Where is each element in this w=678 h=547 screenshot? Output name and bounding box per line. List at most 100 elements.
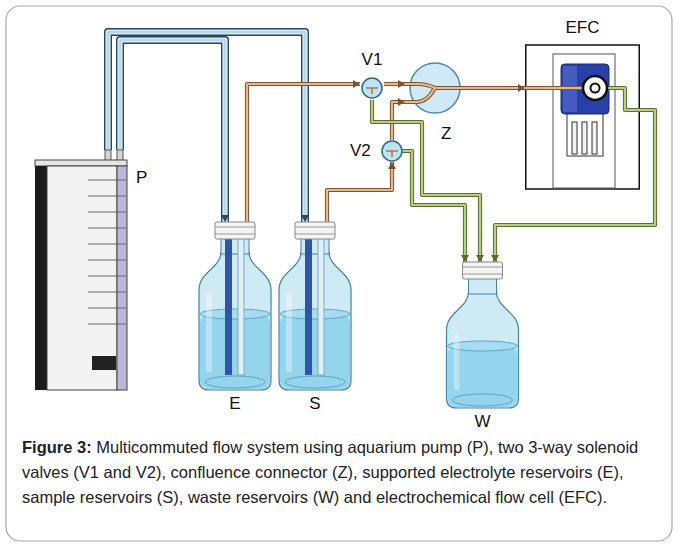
air-tube (108, 32, 309, 222)
sample-reservoir-outline (275, 222, 355, 418)
tube-air-1 (120, 40, 225, 222)
orange-tube (327, 162, 396, 222)
pump-vent (88, 275, 127, 276)
waste-reservoir: W (440, 262, 525, 432)
sample-reservoir: S (275, 222, 355, 418)
cap-ridge (295, 234, 335, 235)
tube-green-0 (607, 88, 640, 110)
arrow-head (353, 80, 360, 88)
part-label: E (195, 394, 275, 413)
valve-port (366, 88, 378, 94)
part-label: V1 (360, 50, 384, 69)
electrode-pin (582, 122, 587, 154)
bottle-cap (215, 222, 255, 239)
tube-orange-0 (525, 86, 583, 90)
caption-text: Multicommuted flow system using aquarium… (22, 438, 638, 506)
bottle-body (447, 292, 519, 408)
bottle-cap (295, 222, 335, 239)
bottle-body (199, 252, 271, 390)
tube-orange-1 (327, 162, 392, 222)
bottle-highlight (454, 334, 460, 390)
frame-border (6, 6, 672, 541)
bottle-highlight (286, 294, 292, 372)
valve-body (382, 141, 402, 161)
dip-tube (238, 225, 244, 375)
tube-orange-0 (327, 162, 392, 222)
air-pump: P (30, 150, 160, 395)
electrolyte-reservoir: E (195, 222, 275, 418)
air-tube (120, 40, 229, 222)
solenoid-valve: V1 (360, 50, 384, 100)
caption-number: Figure 3: (22, 438, 92, 456)
arrow-head (518, 84, 525, 92)
electrolyte-reservoir-outline (195, 222, 275, 418)
pump-slot (92, 356, 116, 370)
electrode-pin (592, 122, 597, 154)
part-label: S (275, 394, 355, 413)
tube-orange-0 (405, 84, 465, 102)
cell-housing (526, 45, 640, 189)
confluence-connector: Z (405, 58, 465, 150)
pump-vent (88, 211, 127, 212)
pump-vent (88, 323, 127, 324)
arrow-head (476, 255, 484, 262)
tube-air-0 (108, 32, 305, 222)
part-label: Z (441, 124, 451, 143)
tube-air-1 (108, 32, 305, 222)
pump-side-dark (35, 166, 47, 390)
green-tube (402, 151, 469, 262)
dip-tube (318, 225, 324, 375)
electrode-pin (572, 122, 577, 154)
pump-vent (88, 227, 127, 228)
tube-orange-0 (465, 86, 525, 90)
pump-vent (88, 291, 127, 292)
arrow-head (221, 215, 229, 222)
part-label: EFC (525, 18, 640, 37)
valve-body (362, 78, 382, 98)
cap-ridge (463, 274, 503, 275)
tube-green-1 (402, 151, 465, 262)
arrow-head (398, 98, 405, 106)
orange-tube (384, 80, 405, 88)
bottle-body (279, 252, 351, 390)
pump-side (117, 166, 127, 390)
tube-green-0 (372, 100, 480, 262)
cap-ridge (215, 234, 255, 235)
orange-tube (247, 80, 360, 222)
cap-ridge (215, 227, 255, 228)
tube-green-0 (402, 151, 465, 262)
tube-air-0 (120, 40, 225, 222)
cell-panel (553, 54, 615, 188)
pump-vent (88, 243, 127, 244)
confluence-connector-outline (405, 58, 465, 150)
part-label: W (440, 412, 525, 431)
bottle-neck (469, 278, 497, 294)
bottle-highlight (206, 294, 212, 372)
tube-orange-1 (525, 87, 583, 89)
tube-orange-1 (465, 87, 525, 89)
figure-caption: Figure 3: Multicommuted flow system usin… (22, 435, 658, 510)
arrow-head (398, 80, 405, 88)
tube-orange-1 (247, 84, 360, 222)
tube-orange-1 (405, 84, 465, 102)
arrow-head (388, 162, 396, 169)
orange-tube (465, 84, 525, 92)
tube-air-2 (120, 40, 225, 222)
cell-electrode (591, 84, 600, 93)
valve-port (386, 151, 398, 157)
tube-green-1 (372, 100, 480, 262)
dip-tube (305, 225, 312, 375)
tube-orange-0 (247, 84, 360, 222)
pump-vent (88, 307, 127, 308)
bottle-base (205, 376, 265, 388)
bottle-base (453, 394, 513, 406)
bottle-base (285, 376, 345, 388)
cap-ridge (295, 227, 335, 228)
pump-vent (88, 195, 127, 196)
cap-ridge (463, 267, 503, 268)
green-tube (372, 100, 484, 262)
part-label: P (136, 168, 147, 187)
orange-tube (392, 98, 405, 140)
pump-front (47, 166, 117, 390)
